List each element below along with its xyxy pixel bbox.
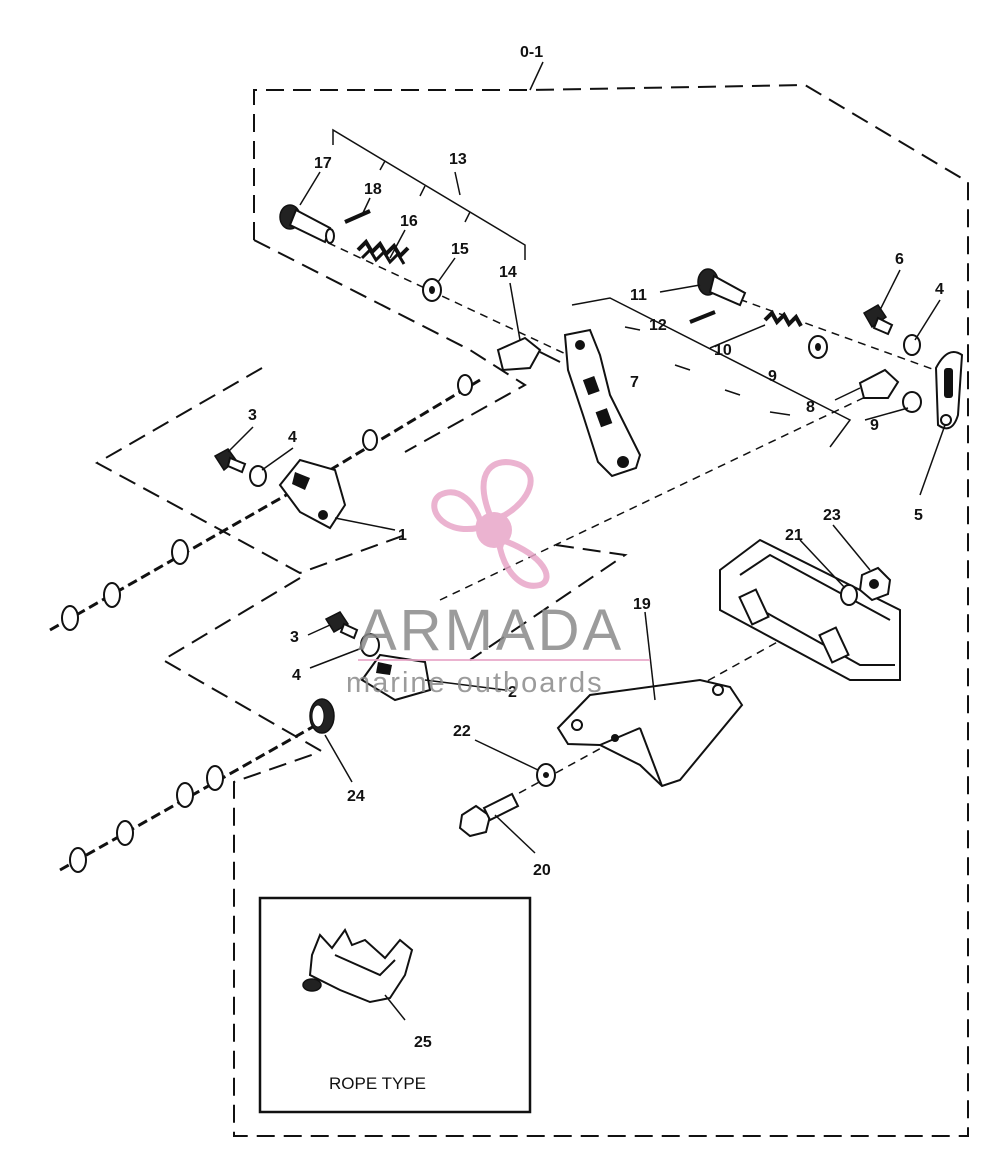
group-label: 0-1 [520,44,543,61]
cable-clamp-1-icon [278,458,347,530]
assembly-boundary [233,83,969,1137]
callout-18: 18 [364,181,382,198]
callout-15: 15 [451,241,469,258]
washer-4-icon [903,334,921,356]
bracket-13 [332,128,526,260]
callout-19: 19 [633,596,651,613]
callout-13: 13 [449,151,467,168]
bracket-7 [571,297,852,448]
rope-type-label: ROPE TYPE [329,1074,426,1093]
callout-6: 6 [895,251,904,268]
washer-9b-icon [902,391,922,413]
callout-22: 22 [453,723,471,740]
callout-4c: 4 [292,667,301,684]
cotter-pin-12-icon [689,310,716,324]
callout-21: 21 [785,527,803,544]
callout-3: 3 [248,407,257,424]
callout-20: 20 [533,862,551,879]
propeller-logo-icon [431,459,550,589]
callout-2: 2 [508,684,517,701]
callout-17: 17 [314,155,332,172]
watermark-brand: ARMADA [358,598,624,663]
shift-cable-icon [59,718,326,873]
callout-numbers: 17 18 13 16 15 14 11 12 10 7 9 8 9 6 4 5… [248,151,944,879]
callout-4b: 4 [288,429,297,446]
callout-11: 11 [630,287,647,304]
watermark-tagline: marine outboards [346,667,604,699]
callout-14: 14 [499,264,517,281]
spring-10-icon [763,309,803,328]
washer-21-icon [840,584,858,606]
upper-link-region [253,239,527,453]
callout-10: 10 [714,342,732,359]
callout-4: 4 [935,281,944,298]
callout-9b: 9 [870,417,879,434]
cable-end-14-icon [496,336,561,372]
throttle-cable-icon [49,374,481,632]
callout-3b: 3 [290,629,299,646]
callout-5: 5 [914,507,923,524]
grommet-24-icon [309,698,335,734]
pin-17-icon [279,204,335,244]
callout-leaders [227,171,946,854]
nut-23-icon [858,566,892,602]
cable-end-8-icon [858,368,900,399]
mounting-bracket-19-icon [556,678,744,788]
throttle-cable-region [94,367,406,575]
group-leader [529,61,544,91]
screw-6-icon [862,304,894,336]
callout-12: 12 [649,317,667,334]
throttle-lever-icon [563,328,642,478]
washer-4c-icon [360,633,380,657]
link-5-icon [934,351,964,430]
spring-16-icon [356,238,410,265]
rope-type-bracket-icon [302,928,414,1004]
callout-23: 23 [823,507,841,524]
callout-1: 1 [398,527,407,544]
armada-watermark: ARMADA marine outboards [346,459,650,699]
callout-7: 7 [630,374,639,391]
shift-cable-region [161,577,324,753]
callout-16: 16 [400,213,418,230]
bracket-region [469,544,628,661]
callout-8: 8 [806,399,815,416]
callout-9: 9 [768,368,777,385]
cotter-pin-18-icon [344,209,371,224]
bolt-20-icon [458,792,520,838]
rope-type-inset: 25 ROPE TYPE [258,896,532,1114]
washer-4b-icon [249,465,267,487]
callout-25: 25 [414,1034,432,1051]
pin-11-icon [697,268,747,307]
callout-24: 24 [347,788,365,805]
